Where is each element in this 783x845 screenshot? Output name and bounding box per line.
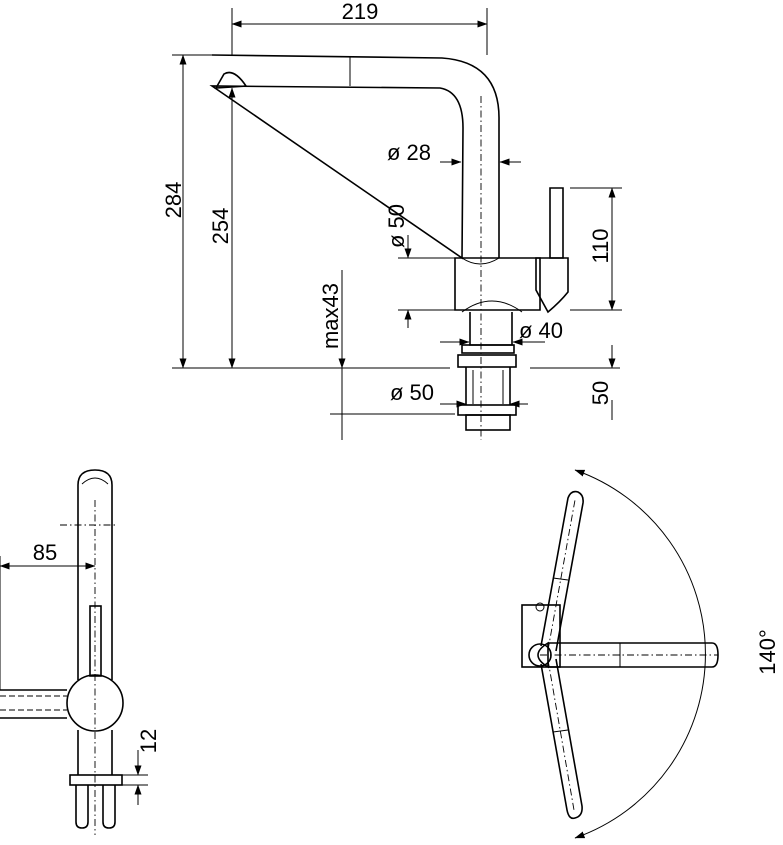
dim-total-height-label: 284 <box>161 182 186 219</box>
dim-lever-height-label: 110 <box>588 228 613 263</box>
dim-swivel-angle-label: 140° <box>755 629 780 675</box>
dim-spout-tube-label: ø 28 <box>387 140 431 165</box>
dim-thickness-label: 12 <box>136 729 161 753</box>
faucet-side-outline <box>209 54 569 440</box>
dim-spout-height-label: 254 <box>208 208 233 245</box>
aerator-nozzle <box>214 71 248 89</box>
dim-base-height-label: 50 <box>588 381 613 405</box>
faucet-top-outline <box>521 490 719 820</box>
swivel-angle-arc <box>574 469 706 839</box>
side-view: 219 284 254 max43 ø 28 ø 50 110 ø 40 ø 5… <box>161 0 622 440</box>
dim-base-label: ø 50 <box>390 380 434 405</box>
front-view: 85 12 <box>0 469 161 835</box>
dim-mount-thickness-label: max43 <box>318 283 343 349</box>
dimension-lines-side <box>172 8 622 440</box>
dim-width-label: 219 <box>342 0 379 24</box>
dim-body-label: ø 50 <box>384 204 409 248</box>
dim-offset-label: 85 <box>33 540 57 565</box>
faucet-front-outline <box>0 469 124 835</box>
dimension-lines-front <box>0 556 148 805</box>
top-view: 140° <box>521 469 780 839</box>
dim-neck-label: ø 40 <box>519 318 563 343</box>
